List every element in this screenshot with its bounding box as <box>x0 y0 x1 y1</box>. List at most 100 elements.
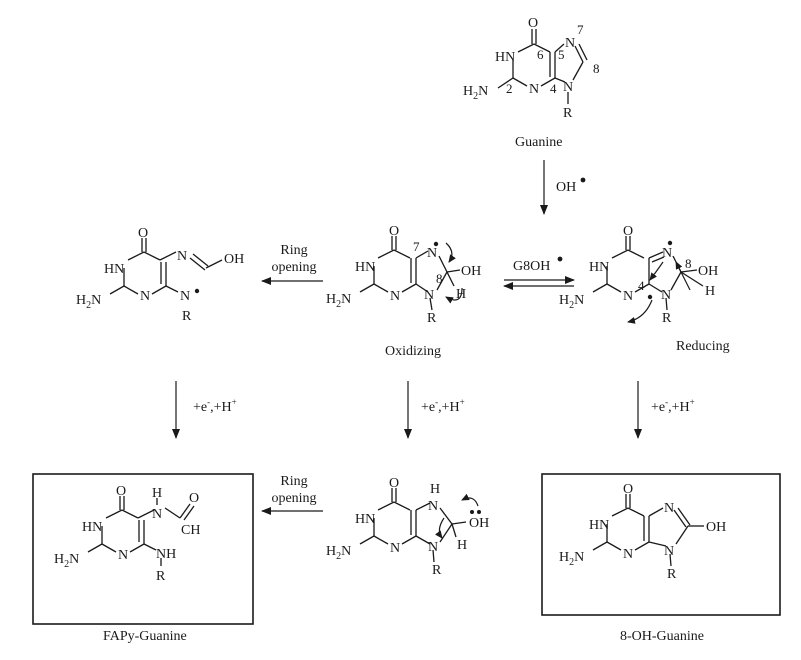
open-radical-atom-n-radical: N <box>180 289 190 304</box>
oh8-atom-n7: N <box>664 501 674 516</box>
guanine-num-2: 2 <box>506 81 513 96</box>
reducing-name: Reducing <box>676 339 730 354</box>
fapy-atom-n3: N <box>118 548 128 563</box>
oxidizing-atom-o: O <box>389 224 399 239</box>
fapy-atom-r: R <box>156 569 166 584</box>
oxidizing-atom-n3: N <box>390 289 400 304</box>
ring-opening-bottom-line1: Ring <box>280 474 307 489</box>
oh-radical-dot <box>580 177 586 183</box>
fapy-atom-n-formyl: N <box>152 507 162 522</box>
oxidizing-num-8: 8 <box>436 271 443 286</box>
oh8-guanine-box <box>541 473 781 616</box>
oh-radical-step: OH <box>540 160 586 215</box>
reducing-atom-n9: N <box>661 288 671 303</box>
guanine-bonds <box>497 29 588 104</box>
oh-radical-label: OH <box>556 180 576 195</box>
guanine-num-8: 8 <box>593 61 600 76</box>
reducing-num-8: 8 <box>685 256 692 271</box>
fapy-atom-nh: NH <box>156 547 176 562</box>
guanine-atom-n3: N <box>529 82 539 97</box>
reduced-atom-n7: N <box>428 499 438 514</box>
reducing-atom-oh: OH <box>698 264 718 279</box>
open-radical-atom-n3: N <box>140 289 150 304</box>
oh8-atom-oh: OH <box>706 520 726 535</box>
reducing-atom-n7: N <box>662 246 672 261</box>
guanine-num-7: 7 <box>577 22 584 37</box>
reduced-atom-o: O <box>389 476 399 491</box>
oh8-guanine-name: 8-OH-Guanine <box>620 629 704 644</box>
oxidizing-atom-oh: OH <box>461 264 481 279</box>
reducing-atom-n3: N <box>623 289 633 304</box>
reducing-atom-o: O <box>623 224 633 239</box>
guanine-name: Guanine <box>515 135 562 150</box>
reduced-atom-h: H <box>457 538 467 553</box>
fapy-atom-hn: HN <box>82 520 102 535</box>
ring-opening-bottom-line2: opening <box>271 491 316 506</box>
reducing-bonds <box>592 236 704 311</box>
oxidizing-atom-r: R <box>427 311 437 326</box>
oxidizing-atom-n9: N <box>424 288 434 303</box>
oxidizing-name: Oxidizing <box>385 344 441 359</box>
fapy-atom-o-formyl: O <box>189 491 199 506</box>
guanine-atom-n9: N <box>563 80 573 95</box>
reduction-step-left: +e-,+H+ <box>172 381 237 439</box>
reduced-intermediate-structure: O HN H N N N OH H R H2N <box>326 476 489 578</box>
reducing-atom-h2n: H2N <box>559 293 584 311</box>
fapy-bonds <box>87 496 195 566</box>
fapy-atom-ch: CH <box>181 523 200 538</box>
ring-opening-top-line1: Ring <box>280 243 307 258</box>
reducing-structure: O HN N N N R OH H H2N 8 4 Reducing <box>559 224 730 354</box>
reduced-curved-arrow-oh <box>461 493 479 507</box>
reduced-atom-h2n: H2N <box>326 544 351 562</box>
open-radical-atom-oh: OH <box>224 252 244 267</box>
reduced-atom-r: R <box>432 563 442 578</box>
reducing-atom-r: R <box>662 311 672 326</box>
reducing-atom-hn: HN <box>589 260 609 275</box>
oh8-atom-hn: HN <box>589 518 609 533</box>
fapy-atom-h2n: H2N <box>54 552 79 570</box>
oxidizing-bonds <box>359 236 461 311</box>
reduction-step-right: +e-,+H+ <box>634 381 695 439</box>
oxidizing-n7-dot <box>433 241 439 247</box>
reduced-intermediate-bonds <box>359 488 467 563</box>
oxidizing-curved-arrow-top <box>445 242 456 263</box>
oh8-atom-n3: N <box>623 547 633 562</box>
reduced-atom-n7h: H <box>430 482 440 497</box>
oxidizing-curved-arrow-bottom <box>445 287 463 304</box>
oh8-atom-h2n: H2N <box>559 550 584 568</box>
oh8-bonds <box>592 494 704 567</box>
oh8-atom-n9: N <box>664 544 674 559</box>
open-radical-atom-n-imine: N <box>177 249 187 264</box>
guanine-atom-h2n: H2N <box>463 84 488 102</box>
oxidizing-structure: O HN N N N R OH H H2N 7 8 Oxidizing <box>326 224 481 359</box>
oxidizing-atom-n7: N <box>427 246 437 261</box>
oh8-guanine-structure: O HN N OH N N R H2N 8-OH-Guanine <box>541 473 781 644</box>
oxidizing-num-7: 7 <box>413 239 420 254</box>
guanine-atom-n7: N <box>565 36 575 51</box>
ring-opening-top-line2: opening <box>271 260 316 275</box>
reducing-num-4: 4 <box>638 278 645 293</box>
fapy-atom-o-ring: O <box>116 484 126 499</box>
reduction-label-center: +e-,+H+ <box>421 397 465 415</box>
guanine-num-5: 5 <box>558 47 565 62</box>
oh8-atom-o: O <box>623 482 633 497</box>
reduction-label-left: +e-,+H+ <box>193 397 237 415</box>
open-radical-atom-o: O <box>138 226 148 241</box>
equilibrium-radical-dot <box>557 256 563 262</box>
reduced-oh-lone-pair-dot-2 <box>477 510 481 514</box>
guanine-structure: O HN N N N R H2N 6 5 7 8 2 4 Guanine <box>463 16 600 150</box>
open-radical-atom-r: R <box>182 309 192 324</box>
ring-opening-top-step: Ring opening <box>261 243 323 285</box>
reducing-c4-dot <box>647 294 653 300</box>
open-radical-dot <box>194 288 200 294</box>
reducing-n7-dot <box>667 240 673 246</box>
reduction-step-center: +e-,+H+ <box>404 381 465 439</box>
equilibrium-label: G8OH <box>513 259 550 274</box>
guanine-atom-r: R <box>563 106 573 121</box>
reduced-atom-n3: N <box>390 541 400 556</box>
reduced-atom-oh: OH <box>469 516 489 531</box>
ring-opening-bottom-step: Ring opening <box>261 474 323 515</box>
reduced-oh-lone-pair-dot-1 <box>470 510 474 514</box>
